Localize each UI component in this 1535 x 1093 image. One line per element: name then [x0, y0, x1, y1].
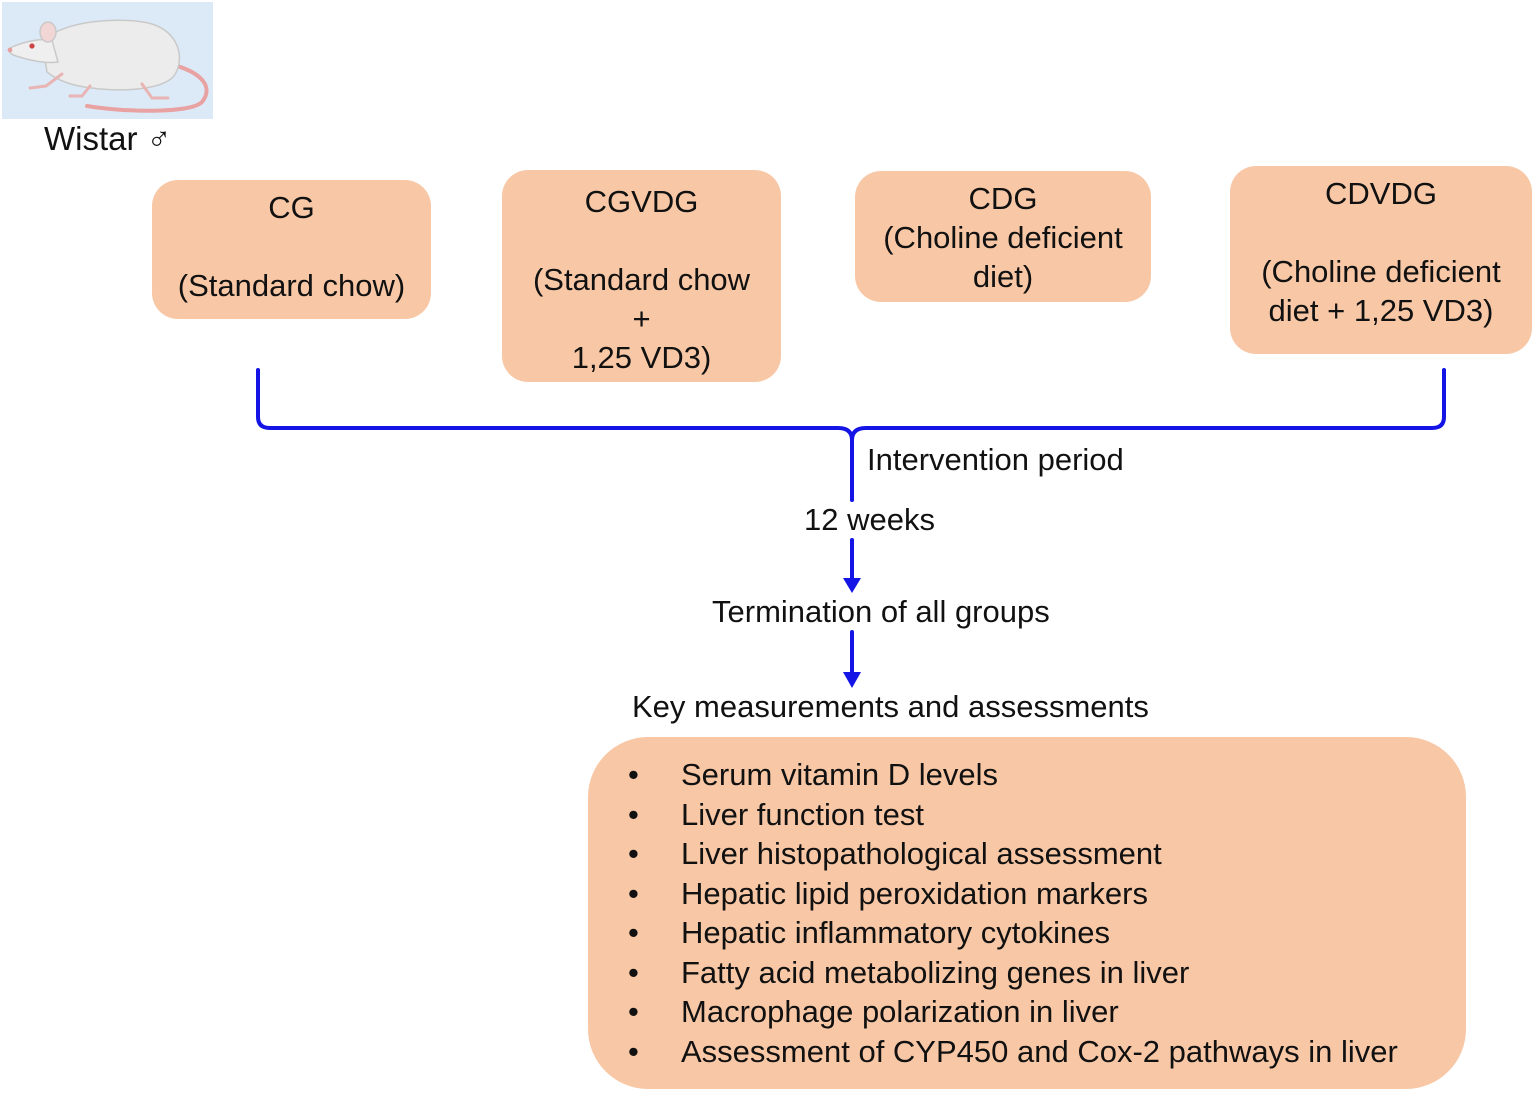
- duration-label: 12 weeks: [804, 502, 935, 537]
- bullet: •: [628, 994, 639, 1029]
- group-desc-line: (Choline deficient: [883, 220, 1123, 255]
- bullet: •: [628, 954, 639, 990]
- list-item: • Liver function test: [628, 795, 1466, 835]
- bullet: •: [628, 875, 639, 911]
- group-desc-line: diet): [972, 259, 1034, 294]
- measurement-text: Serum vitamin D levels: [681, 757, 998, 792]
- group-box-cgvdg: CGVDG (Standard chow + 1,25 VD3): [502, 170, 781, 382]
- list-item: • Liver histopathological assessment: [628, 834, 1466, 874]
- group-name: CGVDG: [584, 184, 699, 219]
- down-arrow-icon: [843, 578, 861, 593]
- measurement-text: Hepatic lipid peroxidation markers: [681, 875, 1148, 911]
- bullet: •: [628, 757, 639, 792]
- group-box-cdg: CDG (Choline deficient diet): [855, 171, 1151, 302]
- measurement-text: Liver function test: [681, 796, 924, 832]
- group-desc-line: diet + 1,25 VD3): [1268, 293, 1494, 328]
- group-desc-line: +: [632, 301, 651, 336]
- measurement-text: Fatty acid metabolizing genes in liver: [681, 954, 1190, 990]
- measurement-text: Liver histopathological assessment: [681, 836, 1162, 871]
- down-arrow-icon: [843, 672, 861, 688]
- measurements-box: • Serum vitamin D levels • Liver function …: [588, 737, 1466, 1089]
- list-item: • Hepatic inflammatory cytokines: [628, 913, 1466, 953]
- list-item: • Macrophage polarization in liver: [628, 992, 1466, 1032]
- intervention-period-label: Intervention period: [867, 442, 1124, 477]
- group-bracket: [256, 368, 1446, 442]
- termination-label: Termination of all groups: [712, 594, 1050, 629]
- list-item: • Serum vitamin D levels: [628, 755, 1466, 795]
- list-item: • Assessment of CYP450 and Cox-2 pathways…: [628, 1032, 1466, 1072]
- species-label: Wistar ♂: [44, 120, 172, 157]
- list-item: • Fatty acid metabolizing genes in liver: [628, 953, 1466, 993]
- measurement-text: Hepatic inflammatory cytokines: [681, 915, 1110, 950]
- group-name: CDG: [968, 181, 1038, 216]
- measurement-text: Macrophage polarization in liver: [681, 994, 1119, 1029]
- bullet: •: [628, 1033, 639, 1069]
- measurement-text: Assessment of CYP450 and Cox-2 pathways …: [681, 1033, 1398, 1069]
- group-desc-line: (Choline deficient: [1261, 254, 1501, 289]
- group-box-cg: CG (Standard chow): [152, 180, 431, 319]
- rat-icon: [7, 19, 209, 113]
- group-desc-line: (Standard chow: [532, 262, 751, 297]
- list-item: • Hepatic lipid peroxidation markers: [628, 874, 1466, 914]
- rat-illustration: [2, 2, 213, 119]
- measurements-list: • Serum vitamin D levels • Liver function …: [628, 755, 1466, 1071]
- bullet: •: [628, 836, 639, 871]
- group-desc-line: 1,25 VD3): [571, 340, 712, 375]
- group-name: CG: [268, 190, 315, 225]
- group-box-cdvdg: CDVDG (Choline deficient diet + 1,25 VD3…: [1230, 166, 1532, 354]
- group-name: CDVDG: [1325, 176, 1437, 211]
- bullet: •: [628, 915, 639, 950]
- group-desc-line: (Standard chow): [177, 268, 406, 303]
- bullet: •: [628, 796, 639, 832]
- measurements-heading: Key measurements and assessments: [632, 689, 1149, 724]
